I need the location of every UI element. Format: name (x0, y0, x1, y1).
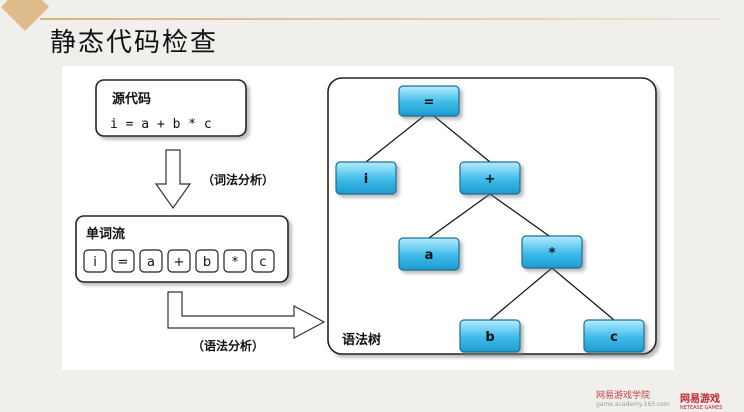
edge-root-plus (428, 111, 491, 163)
tree-node-star-label: * (549, 246, 556, 261)
netease-games-logo-text: 网易游戏 (680, 394, 720, 405)
syntax-tree-label: 语法树 (342, 332, 381, 348)
token-1-label: = (118, 255, 129, 270)
edge-root-i (365, 111, 430, 163)
academy-logo-url: game.academy.163.com (596, 401, 670, 408)
netease-games-logo-sub: NETEASE GAMES (680, 405, 723, 411)
tree-node-b: b (459, 319, 521, 353)
token-3-label: + (174, 255, 185, 270)
token-3: + (167, 249, 191, 273)
tree-node-b-label: b (485, 330, 494, 345)
token-6: c (251, 249, 275, 273)
token-list: i = a + b * c (83, 249, 275, 273)
netease-games-logo: 网易游戏 NETEASE GAMES (680, 390, 722, 411)
tree-node-c-label: c (610, 330, 618, 345)
tree-node-c: c (583, 319, 645, 353)
token-4: b (195, 249, 219, 273)
page-title: 静态代码检查 (50, 28, 219, 58)
token-5: * (223, 249, 247, 273)
compiler-diagram: 源代码 i = a + b * c （词法分析） 单词流 i = a + b * c （语法… (62, 66, 674, 370)
token-stream-label: 单词流 (86, 226, 125, 242)
title-bar: 静态代码检查 (0, 0, 744, 58)
tree-node-star: * (521, 235, 583, 269)
edge-plus-star (489, 193, 553, 239)
tree-node-i: i (335, 161, 397, 195)
lexer-label: （词法分析） (202, 172, 274, 187)
token-stream-box: 单词流 i = a + b * c (75, 215, 289, 283)
tree-node-plus: + (459, 161, 521, 195)
lexer-arrow (154, 149, 192, 210)
edge-plus-a (428, 193, 491, 239)
tree-node-a: a (398, 237, 460, 271)
tree-edges (365, 111, 615, 321)
edge-star-b (489, 267, 553, 321)
parser-label: （语法分析） (192, 338, 264, 353)
tree-node-i-label: i (364, 172, 368, 187)
source-code-text: i = a + b * c (110, 117, 212, 132)
token-0: i (83, 249, 107, 273)
title-decoration (0, 0, 50, 32)
token-4-label: b (203, 255, 211, 270)
token-5-label: * (232, 255, 239, 270)
tree-node-plus-label: + (485, 172, 496, 187)
source-code-label: 源代码 (112, 91, 151, 107)
parser-arrow (167, 291, 326, 339)
academy-logo-text: 网易游戏学院 (596, 391, 651, 401)
syntax-tree-panel: 语法树 (327, 77, 657, 355)
token-2: a (139, 249, 163, 273)
title-underline (40, 18, 720, 20)
tree-nodes: = i + a * b c (335, 85, 645, 353)
tree-node-root: = (398, 85, 460, 117)
token-6-label: c (259, 255, 266, 270)
tree-node-root-label: = (424, 95, 435, 110)
edge-star-c (551, 267, 615, 321)
token-1: = (111, 249, 135, 273)
academy-logo: 网易游戏学院 game.academy.163.com (596, 388, 670, 408)
token-0-label: i (93, 255, 97, 270)
source-code-box: 源代码 i = a + b * c (95, 79, 247, 137)
token-2-label: a (147, 255, 155, 270)
tree-node-a-label: a (425, 248, 434, 263)
